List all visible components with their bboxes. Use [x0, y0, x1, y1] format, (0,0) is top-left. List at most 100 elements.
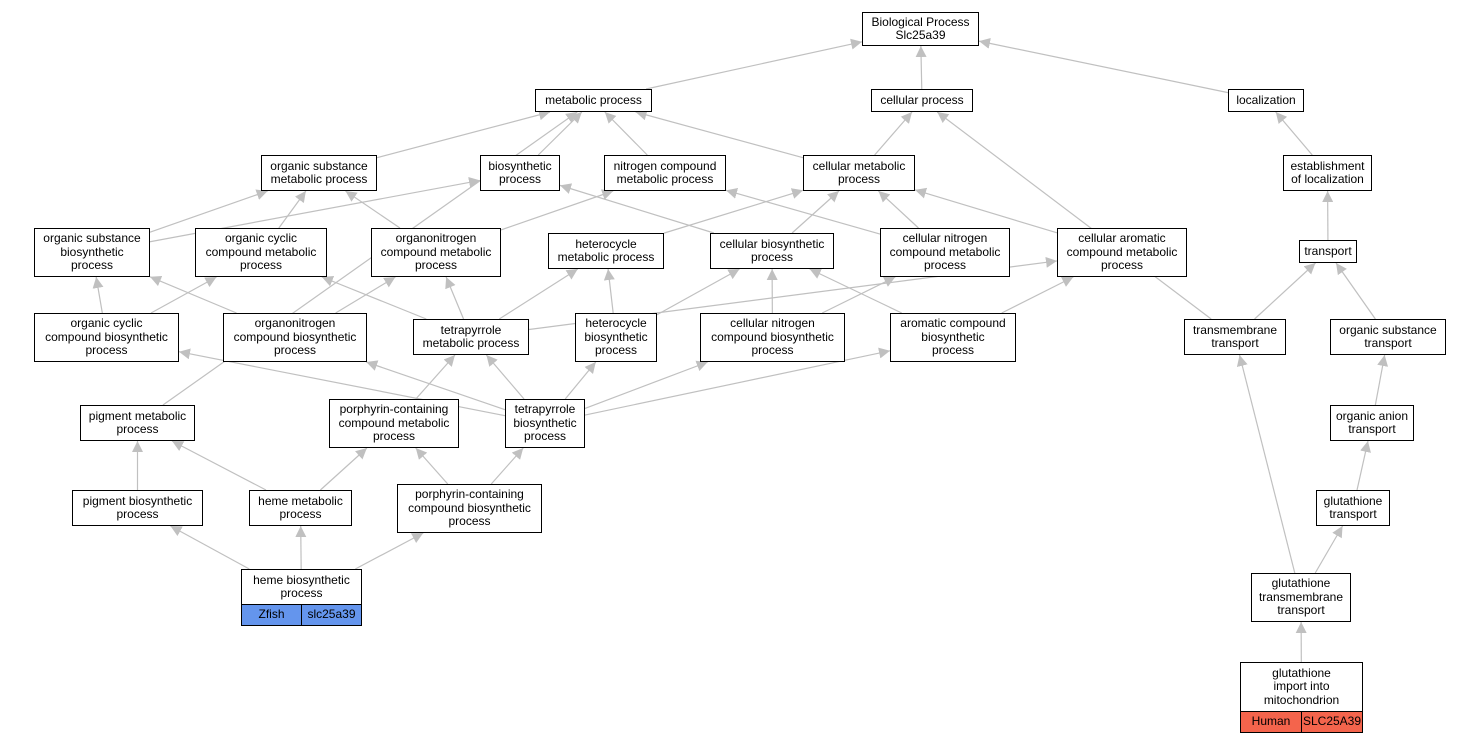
go-term-node-org-cyc-bio[interactable]: organic cyclic compound biosynthetic pro… [34, 313, 179, 362]
go-term-node-org-sub-met[interactable]: organic substance metabolic process [261, 155, 377, 191]
go-term-node-porph-bio[interactable]: porphyrin-containing compound biosynthet… [397, 484, 542, 533]
go-term-node-cell-nitro-met[interactable]: cellular nitrogen compound metabolic pro… [880, 228, 1010, 277]
edge-tetra-met-to-hetero-met [498, 268, 579, 320]
go-term-label: organic anion transport [1335, 408, 1409, 436]
go-term-node-porph-met[interactable]: porphyrin-containing compound metabolic … [329, 399, 459, 448]
edge-cell-met-to-cellular [874, 111, 913, 156]
go-term-node-tetra-met[interactable]: tetrapyrrole metabolic process [413, 319, 529, 355]
go-term-node-org-sub-trans[interactable]: organic substance transport [1330, 319, 1446, 355]
go-term-node-estab-loc[interactable]: establishment of localization [1283, 155, 1372, 191]
go-term-node-cell-arom-met[interactable]: cellular aromatic compound metabolic pro… [1057, 228, 1187, 277]
edge-transmembrane-to-cellular [936, 111, 1212, 320]
edge-orgnitro-met-to-nitro-met [500, 189, 614, 231]
go-term-node-biosynthetic[interactable]: biosynthetic process [480, 155, 560, 191]
edge-metabolic-to-root [645, 38, 863, 90]
go-term-label: heme biosynthetic process [253, 572, 350, 600]
go-term-node-hetero-met[interactable]: heterocycle metabolic process [548, 233, 664, 269]
go-term-node-localization[interactable]: localization [1228, 89, 1304, 112]
annotation-tag-slc25a39[interactable]: SLC25A39 [1301, 712, 1362, 732]
edge-hetero-bio-to-hetero-met [603, 268, 615, 314]
edge-cell-nitro-met-to-nitro-met [725, 188, 881, 235]
go-term-label: cellular process [880, 92, 964, 107]
go-term-label: organic cyclic compound biosynthetic pro… [45, 316, 168, 358]
go-term-node-transmembrane[interactable]: transmembrane transport [1184, 319, 1286, 355]
edge-cell-nitro-met-to-cell-met [878, 190, 919, 229]
edge-org-sub-trans-to-transport [1335, 262, 1376, 320]
go-term-label: tetrapyrrole metabolic process [422, 322, 520, 350]
edge-estab-loc-to-localization [1275, 111, 1313, 156]
go-term-label: organic substance transport [1339, 322, 1437, 350]
edge-tetra-bio-to-orgnitro-bio [366, 360, 506, 411]
go-term-label: glutathione transport [1323, 493, 1383, 521]
edge-arom-bio-to-cell-bio [809, 268, 902, 314]
edge-tetra-bio-to-hetero-bio [564, 361, 597, 400]
go-term-node-pigment-bio[interactable]: pigment biosynthetic process [72, 490, 203, 526]
go-term-label: pigment metabolic process [88, 408, 187, 436]
edge-cell-bio-to-cell-met [791, 190, 840, 234]
go-term-node-arom-bio[interactable]: aromatic compound biosynthetic process [890, 313, 1016, 362]
go-term-label: porphyrin-containing compound metabolic … [338, 402, 450, 444]
go-term-label: tetrapyrrole biosynthetic process [513, 402, 577, 444]
go-term-node-nitro-met[interactable]: nitrogen compound metabolic process [604, 155, 726, 191]
go-term-node-gsh-tm[interactable]: glutathione transmembrane transport [1251, 573, 1351, 622]
go-term-label: cellular aromatic compound metabolic pro… [1066, 231, 1178, 273]
annotation-tag-zfish[interactable]: Zfish [242, 605, 301, 625]
go-term-label: heme metabolic process [258, 493, 343, 521]
go-term-label: glutathione transmembrane transport [1258, 576, 1344, 618]
edge-gsh-tm-to-transmembrane [1236, 354, 1296, 574]
go-term-label: metabolic process [545, 92, 642, 107]
edge-tetra-met-to-orgnitro-met [445, 276, 465, 320]
go-term-label: pigment biosynthetic process [82, 493, 193, 521]
go-term-node-pigment-met[interactable]: pigment metabolic process [80, 405, 195, 441]
go-term-label: localization [1236, 92, 1296, 107]
go-term-node-cellular[interactable]: cellular process [871, 89, 973, 112]
go-term-node-orgnitro-bio[interactable]: organonitrogen compound biosynthetic pro… [223, 313, 367, 362]
go-term-node-root[interactable]: Biological Process Slc25a39 [862, 12, 979, 46]
go-term-node-orgnitro-met[interactable]: organonitrogen compound metabolic proces… [371, 228, 501, 277]
go-term-label: nitrogen compound metabolic process [613, 158, 717, 186]
go-term-label: organonitrogen compound metabolic proces… [380, 231, 492, 273]
annotation-tag-human[interactable]: Human [1241, 712, 1301, 732]
go-term-label: biosynthetic process [488, 158, 552, 186]
edge-tetra-met-to-org-cyc-met [321, 276, 427, 320]
edge-cell-nitro-bio-to-cell-nitro-met [821, 276, 896, 314]
edge-porph-bio-to-tetra-bio [490, 447, 524, 485]
go-term-node-metabolic[interactable]: metabolic process [535, 89, 652, 112]
go-term-node-org-cyc-met[interactable]: organic cyclic compound metabolic proces… [195, 228, 327, 277]
edge-gsh-trans-to-org-anion [1356, 440, 1371, 491]
edge-heme-bio-to-pigment-bio [170, 525, 250, 570]
edge-hetero-met-to-cell-met [663, 188, 804, 234]
annotation-tag-slc25a39[interactable]: slc25a39 [301, 605, 361, 625]
edge-biosynthetic-to-metabolic [537, 111, 583, 156]
go-term-node-gsh-trans[interactable]: glutathione transport [1316, 490, 1390, 526]
edge-org-sub-bio-to-org-sub-met [149, 189, 268, 233]
edge-orgnitro-bio-to-org-sub-bio [149, 275, 237, 314]
edge-cellular-to-root [915, 45, 927, 90]
go-term-node-tetra-bio[interactable]: tetrapyrrole biosynthetic process [505, 399, 585, 448]
go-term-node-org-sub-bio[interactable]: organic substance biosynthetic process [34, 228, 150, 277]
go-term-node-heme-met[interactable]: heme metabolic process [249, 490, 352, 526]
go-term-label: cellular biosynthetic process [719, 236, 825, 264]
go-term-node-cell-met[interactable]: cellular metabolic process [803, 155, 915, 191]
go-term-label: Biological Process Slc25a39 [871, 14, 970, 42]
go-term-node-transport[interactable]: transport [1299, 240, 1357, 263]
edge-arom-bio-to-cell-arom-met [1001, 276, 1074, 314]
go-term-node-cell-bio[interactable]: cellular biosynthetic process [710, 233, 834, 269]
edge-tetra-bio-to-cell-nitro-bio [584, 360, 708, 409]
go-term-label: cellular nitrogen compound metabolic pro… [889, 231, 1001, 273]
go-term-label: organic cyclic compound metabolic proces… [205, 231, 317, 273]
go-term-node-cell-nitro-bio[interactable]: cellular nitrogen compound biosynthetic … [700, 313, 845, 362]
go-term-label: cellular nitrogen compound biosynthetic … [711, 316, 834, 358]
go-term-label: organic substance metabolic process [270, 158, 368, 186]
go-term-node-org-anion[interactable]: organic anion transport [1330, 405, 1414, 441]
go-term-node-hetero-bio[interactable]: heterocycle biosynthetic process [575, 313, 657, 362]
edge-nitro-met-to-metabolic [604, 111, 648, 156]
edge-orgnitro-met-to-org-sub-met [345, 190, 401, 229]
go-term-label: heterocycle metabolic process [557, 236, 655, 264]
edge-transmembrane-to-transport [1254, 262, 1316, 320]
